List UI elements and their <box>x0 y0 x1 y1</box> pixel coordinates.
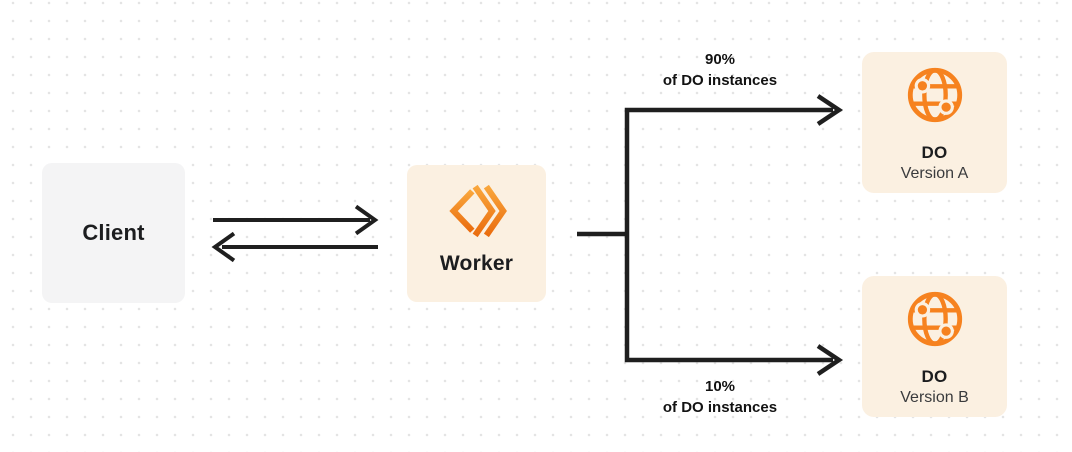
branch-label-bottom: 10% of DO instances <box>620 376 820 418</box>
branch-label-top: 90% of DO instances <box>620 49 820 91</box>
durable-object-globe-icon <box>907 67 962 123</box>
branch-bottom-caption: of DO instances <box>662 399 778 416</box>
worker-node: Worker <box>407 165 546 302</box>
do-version-b-node: DO Version B <box>862 276 1007 417</box>
worker-branch-connector <box>577 94 844 376</box>
durable-object-globe-icon <box>907 291 962 347</box>
client-node: Client <box>42 163 185 303</box>
client-to-worker-arrow <box>213 204 379 236</box>
worker-to-client-arrow <box>211 231 378 263</box>
cloudflare-workers-logo-icon <box>448 184 507 238</box>
branch-top-caption: of DO instances <box>662 72 778 89</box>
arrowhead-left-icon <box>211 231 236 263</box>
branch-bottom-percent: 10% <box>704 378 736 395</box>
client-label: Client <box>82 220 145 245</box>
do-b-subtitle: Version B <box>900 389 969 406</box>
do-a-subtitle: Version A <box>900 165 969 182</box>
arrowhead-top-icon <box>816 94 844 126</box>
arrowhead-bottom-icon <box>816 344 844 376</box>
worker-label: Worker <box>439 252 514 275</box>
do-version-a-node: DO Version A <box>862 52 1007 193</box>
arrowhead-right-icon <box>354 204 379 236</box>
do-b-title: DO <box>921 367 948 386</box>
do-a-title: DO <box>921 143 948 162</box>
branch-top-percent: 90% <box>704 51 736 68</box>
